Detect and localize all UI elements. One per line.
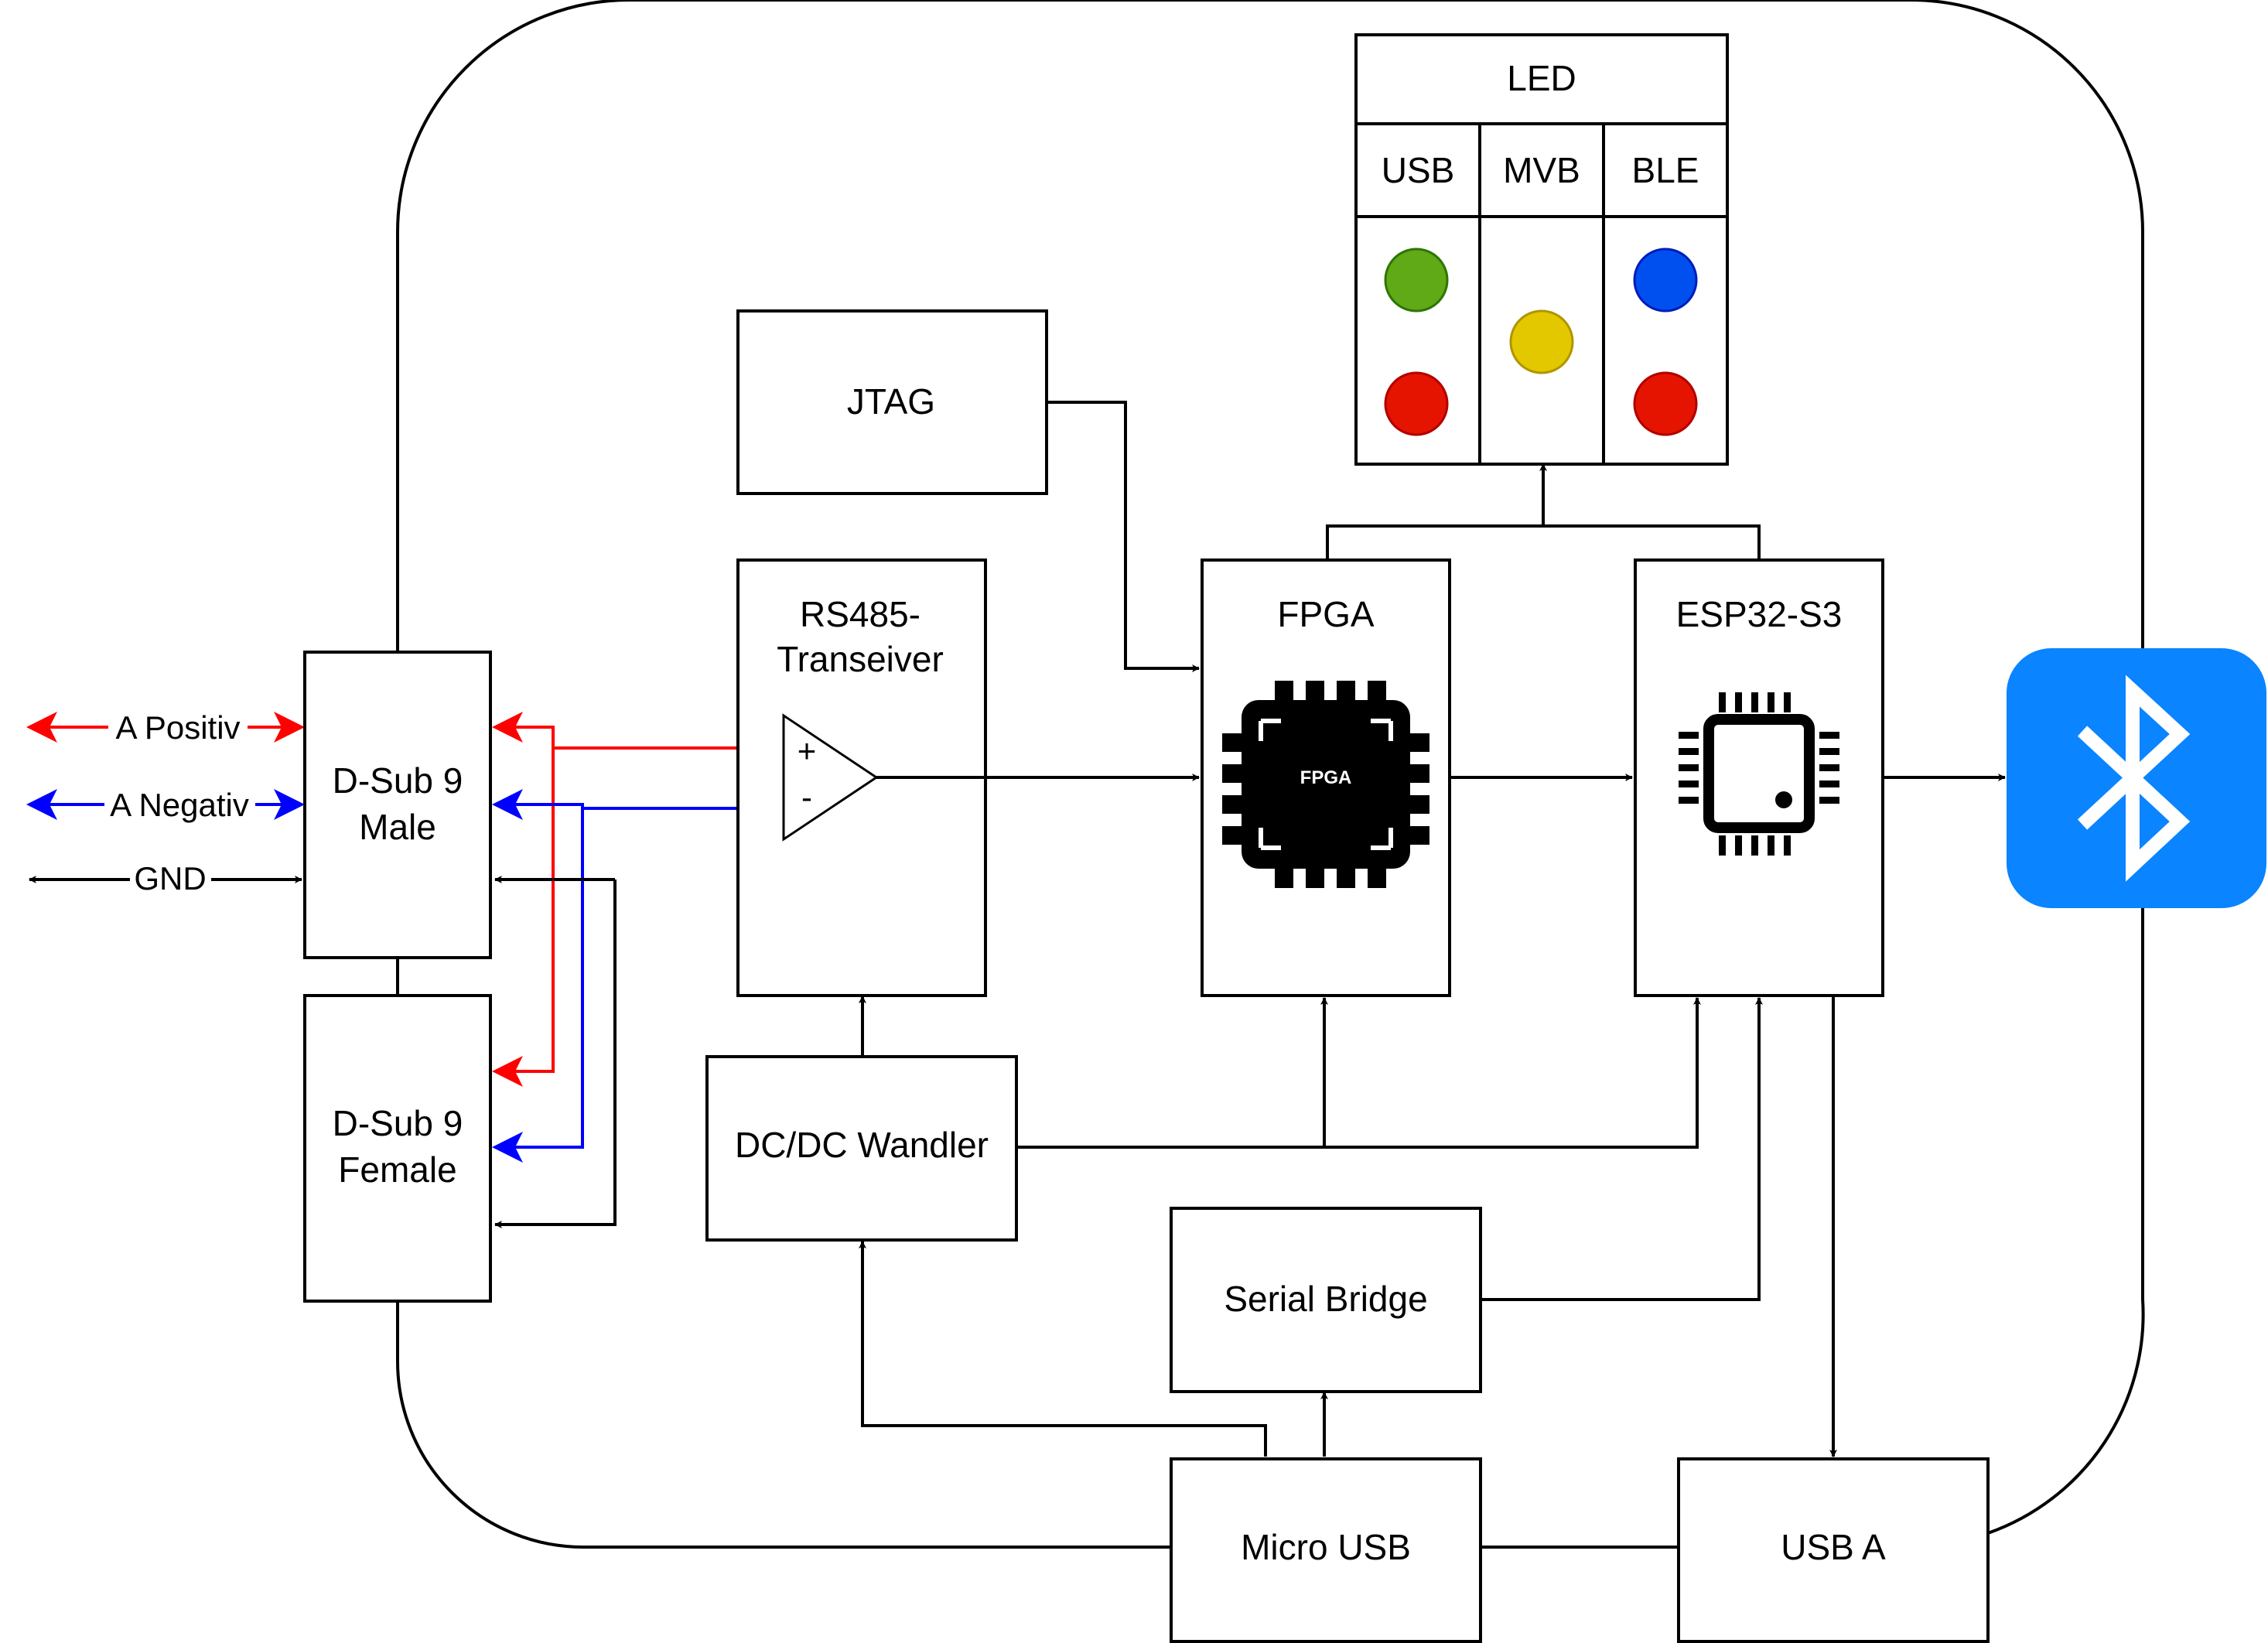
led-col-ble: BLE <box>1632 150 1699 190</box>
led-col-mvb: MVB <box>1503 150 1580 190</box>
rs485-line1: RS485- <box>800 594 921 634</box>
led-usb-green <box>1384 248 1449 313</box>
jtag-label: JTAG <box>847 381 935 422</box>
opamp-icon: + - <box>782 713 985 842</box>
dcdc-label: DC/DC Wandler <box>735 1125 989 1165</box>
dcdc-wandler-block: DC/DC Wandler <box>705 1055 1018 1242</box>
dsub9-female-line2: Female <box>338 1149 456 1190</box>
led-col-usb: USB <box>1382 150 1455 190</box>
label-gnd: GND <box>134 860 206 897</box>
dsub9-male-line1: D-Sub 9 <box>333 760 463 801</box>
fpga-chip-icon: FPGA <box>1222 681 1429 888</box>
led-ble-blue <box>1633 248 1698 313</box>
signal-a-negativ: A Negativ <box>26 785 305 824</box>
micro-usb-label: Micro USB <box>1241 1527 1411 1567</box>
led-usb-red <box>1384 371 1449 436</box>
fpga-block: FPGA FPGA <box>1201 558 1451 997</box>
esp32-block: ESP32-S3 <box>1634 558 1884 997</box>
led-mvb-yellow <box>1509 309 1574 374</box>
signal-gnd: GND <box>29 860 302 899</box>
enclosure-outline <box>396 0 2145 1549</box>
serial-bridge-block: Serial Bridge <box>1170 1207 1482 1393</box>
led-table: LED USB MVB BLE <box>1354 33 1729 466</box>
opamp-plus: + <box>798 733 817 769</box>
signal-a-positiv: A Positiv <box>26 708 305 746</box>
fpga-label: FPGA <box>1277 594 1375 634</box>
bluetooth-icon <box>2007 648 2266 908</box>
dsub9-female-line1: D-Sub 9 <box>333 1103 463 1143</box>
microcontroller-icon <box>1679 692 1839 856</box>
led-ble-red <box>1633 371 1698 436</box>
jtag-block: JTAG <box>736 309 1048 495</box>
fpga-chip-label: FPGA <box>1300 767 1352 788</box>
dsub9-male-line2: Male <box>359 807 436 847</box>
rs485-line2: Transeiver <box>777 639 944 679</box>
dsub9-male-block: D-Sub 9 Male <box>303 651 492 959</box>
usb-a-label: USB A <box>1781 1527 1886 1567</box>
dsub9-female-block: D-Sub 9 Female <box>303 994 492 1303</box>
label-a-negativ: A Negativ <box>110 787 249 823</box>
signal-wiring <box>859 401 2006 1457</box>
micro-usb-block: Micro USB <box>1170 1457 1482 1643</box>
esp32-label: ESP32-S3 <box>1676 594 1843 634</box>
usb-a-block: USB A <box>1677 1457 1990 1643</box>
label-a-positiv: A Positiv <box>115 709 240 746</box>
opamp-minus: - <box>801 779 812 815</box>
serial-bridge-label: Serial Bridge <box>1224 1279 1427 1319</box>
led-table-title: LED <box>1507 58 1576 98</box>
rs485-transceiver-block: RS485- Transeiver + - <box>736 558 987 997</box>
